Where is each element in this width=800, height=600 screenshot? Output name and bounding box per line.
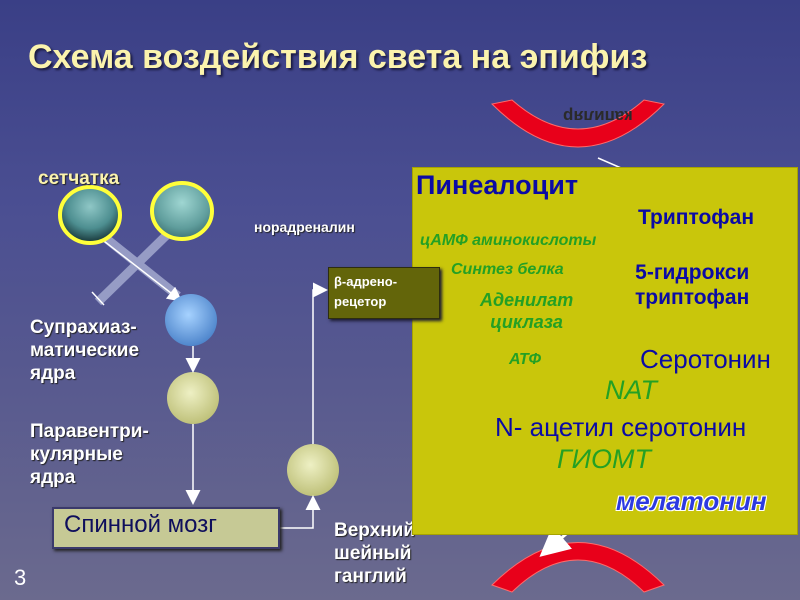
melatonin-label: мелатонин — [616, 486, 767, 516]
spinal-cord-label: Спинной мозг — [64, 511, 217, 538]
suprachiasmatic-label: Супрахиаз- матические ядра — [30, 316, 139, 385]
n-acetyl-serotonin-label: N- ацетил серотонин — [495, 412, 747, 442]
beta-receptor-box — [328, 267, 440, 319]
beta-receptor-label: β-адрено- рецетор — [334, 272, 397, 312]
capillary-bottom-arc — [491, 542, 665, 593]
adenylate-cyclase-label: Аденилат циклаза — [480, 289, 573, 333]
suprachiasmatic-line-1: Супрахиаз- — [30, 317, 137, 338]
beta-line-2: рецетор — [334, 294, 387, 309]
retina-right — [150, 181, 214, 241]
nat-label: NAT — [605, 375, 657, 405]
tryptophan-label: Триптофан — [638, 206, 755, 229]
ganglion-line-2: шейный — [334, 543, 412, 564]
giomt-label: ГИОМТ — [557, 444, 651, 474]
paraventricular-line-2: кулярные — [30, 444, 123, 465]
capillary-top-arc — [490, 99, 666, 148]
suprachiasmatic-line-2: матические — [30, 340, 140, 361]
hydroxy-line-2: триптофан — [635, 286, 750, 309]
paraventricular-line-3: ядра — [30, 467, 76, 488]
slide-title: Схема воздействия света на эпифиз — [28, 38, 648, 76]
pinealocyte-box — [412, 167, 798, 535]
noradrenaline-label: норадреналин — [254, 219, 355, 235]
beta-line-1: β-адрено- — [334, 274, 398, 289]
ganglion-line-3: ганглий — [334, 566, 407, 587]
adenylate-line-1: Аденилат — [480, 290, 574, 310]
retina-left — [58, 185, 122, 245]
suprachiasmatic-nucleus — [165, 294, 217, 346]
capillary-label: капиляр — [563, 107, 633, 126]
cervical-ganglion — [287, 444, 339, 496]
adenylate-line-2: циклаза — [490, 312, 563, 332]
pinealocyte-title: Пинеалоцит — [416, 170, 579, 200]
paraventricular-label: Паравентри- кулярные ядра — [30, 420, 149, 489]
atp-label: АТФ — [509, 351, 541, 368]
hydroxy-line-1: 5-гидрокси — [635, 261, 750, 284]
paraventricular-nucleus — [167, 372, 219, 424]
serotonin-label: Серотонин — [640, 344, 771, 374]
suprachiasmatic-line-3: ядра — [30, 363, 76, 384]
ganglion-line-1: Верхний — [334, 520, 416, 541]
retina-label: сетчатка — [38, 168, 120, 189]
ganglion-label: Верхний шейный ганглий — [334, 519, 415, 588]
page-number: 3 — [14, 565, 27, 590]
protein-synthesis-label: Синтез белка — [451, 261, 564, 278]
paraventricular-line-1: Паравентри- — [30, 421, 149, 442]
hydroxy-tryptophan-label: 5-гидрокси триптофан — [635, 260, 749, 310]
spinal-cord-box — [52, 507, 280, 549]
camp-label: цАМФ аминокислоты — [420, 232, 597, 249]
